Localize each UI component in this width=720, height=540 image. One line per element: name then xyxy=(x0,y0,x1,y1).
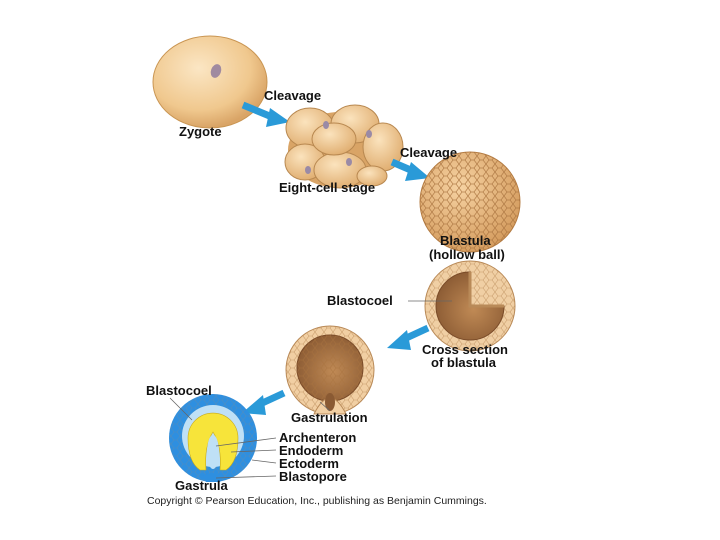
label-blastocoel-1: Blastocoel xyxy=(327,294,393,308)
eight-cell-stage-illustration xyxy=(285,105,403,188)
label-gastrula: Gastrula xyxy=(175,479,228,493)
copyright-notice: Copyright © Pearson Education, Inc., pub… xyxy=(147,495,487,507)
label-blastocoel-2: Blastocoel xyxy=(146,384,212,398)
label-cleavage-2: Cleavage xyxy=(400,146,457,160)
label-of-blastula: of blastula xyxy=(431,356,496,370)
label-blastopore: Blastopore xyxy=(279,470,347,484)
gastrula-illustration xyxy=(169,394,257,482)
gastrulation-illustration xyxy=(286,326,374,414)
cleavage-arrow-1 xyxy=(243,105,290,127)
label-hollow-ball: (hollow ball) xyxy=(429,248,505,262)
label-gastrulation: Gastrulation xyxy=(291,411,368,425)
label-cleavage-1: Cleavage xyxy=(264,89,321,103)
zygote-illustration xyxy=(153,36,267,128)
ectoderm-leader xyxy=(252,460,276,463)
label-zygote: Zygote xyxy=(179,125,222,139)
label-blastula: Blastula xyxy=(440,234,491,248)
gastrulation-arrow-2 xyxy=(242,393,284,415)
blastula-cross-section-illustration xyxy=(425,261,515,351)
cleavage-arrow-2 xyxy=(392,162,430,181)
label-eight-cell-stage: Eight-cell stage xyxy=(279,181,375,195)
